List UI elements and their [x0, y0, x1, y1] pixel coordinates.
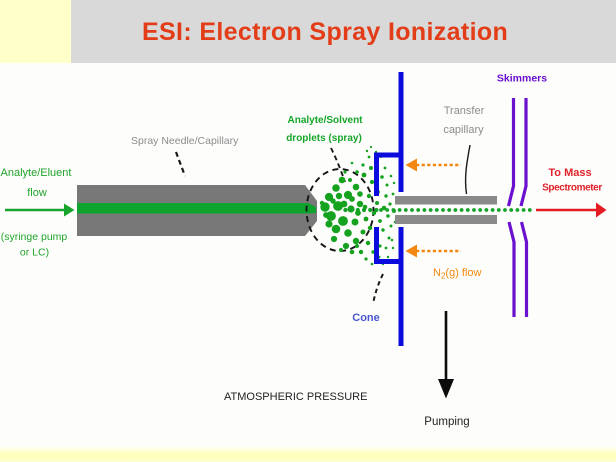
svg-text:(syringe pump: (syringe pump [1, 231, 68, 243]
svg-text:Spray Needle/Capillary: Spray Needle/Capillary [131, 135, 239, 147]
svg-text:or LC): or LC) [20, 247, 49, 259]
svg-text:Analyte/Eluent: Analyte/Eluent [1, 167, 72, 179]
svg-text:ESI: Electron Spray Ionization: ESI: Electron Spray Ionization [142, 18, 508, 46]
svg-text:flow: flow [27, 187, 47, 199]
svg-text:To Mass: To Mass [548, 167, 591, 179]
svg-text:capillary: capillary [443, 124, 484, 136]
svg-text:droplets (spray): droplets (spray) [286, 133, 362, 144]
svg-text:Cone: Cone [352, 312, 380, 324]
svg-text:Spectrometer: Spectrometer [542, 183, 602, 194]
svg-text:Pumping: Pumping [424, 416, 469, 428]
svg-text:Transfer: Transfer [444, 105, 485, 117]
svg-text:Analyte/Solvent: Analyte/Solvent [287, 115, 363, 126]
svg-text:ATMOSPHERIC PRESSURE: ATMOSPHERIC PRESSURE [224, 391, 367, 403]
svg-text:N2(g) flow: N2(g) flow [433, 267, 482, 281]
svg-text:Skimmers: Skimmers [497, 73, 547, 85]
